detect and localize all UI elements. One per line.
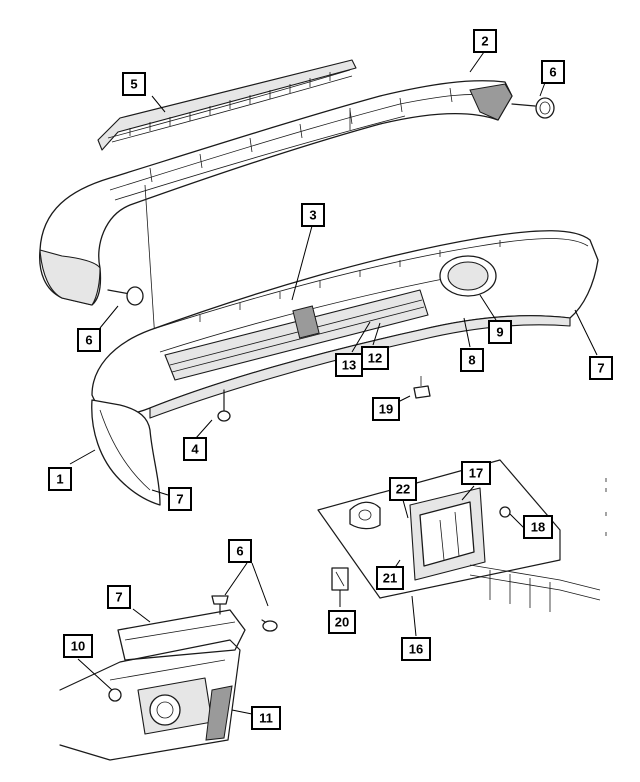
part-19-clip (413, 376, 431, 399)
callout-6-lower: 6 (228, 539, 252, 563)
svg-text:1: 1 (56, 472, 63, 487)
svg-text:13: 13 (342, 358, 356, 373)
callout-21: 21 (376, 566, 404, 590)
callout-6-upper-right: 6 (541, 60, 565, 84)
part-6-fastener-left (107, 286, 144, 306)
part-9-fog-lamp-bezel (439, 255, 497, 297)
svg-text:16: 16 (409, 642, 423, 657)
callout-5: 5 (122, 72, 146, 96)
callout-10: 10 (63, 634, 93, 658)
callout-22: 22 (389, 477, 417, 501)
part-1-bumper-end (91, 399, 161, 506)
part-4-bolt (217, 389, 231, 422)
callout-9: 9 (488, 320, 512, 344)
svg-text:2: 2 (481, 34, 488, 49)
svg-text:21: 21 (383, 571, 397, 586)
leader-lines (69, 51, 598, 715)
svg-text:11: 11 (259, 711, 273, 726)
callout-19: 19 (372, 397, 400, 421)
svg-text:6: 6 (549, 65, 556, 80)
svg-text:7: 7 (115, 590, 122, 605)
detail-lower-end-view (59, 595, 278, 761)
svg-text:7: 7 (176, 492, 183, 507)
svg-text:7: 7 (597, 361, 604, 376)
svg-text:4: 4 (191, 442, 199, 457)
callout-12: 12 (361, 346, 389, 370)
callout-4: 4 (183, 437, 207, 461)
part-5-molding-strip (97, 59, 357, 151)
svg-text:18: 18 (531, 520, 545, 535)
callout-8: 8 (460, 348, 484, 372)
svg-text:12: 12 (368, 351, 382, 366)
svg-text:6: 6 (85, 333, 92, 348)
part-3-lower-grille (164, 289, 429, 381)
part-2-upper-cover (39, 80, 513, 306)
svg-text:6: 6 (236, 544, 243, 559)
callout-3: 3 (301, 203, 325, 227)
callout-1: 1 (48, 467, 72, 491)
callout-2: 2 (473, 29, 497, 53)
callout-7-middle: 7 (168, 487, 192, 511)
svg-text:20: 20 (335, 615, 349, 630)
svg-text:8: 8 (468, 353, 475, 368)
callout-13: 13 (335, 353, 363, 377)
part-6-fastener-upper-right (511, 97, 555, 119)
callout-20: 20 (328, 610, 356, 634)
callout-11: 11 (251, 706, 281, 730)
callout-16: 16 (401, 637, 431, 661)
svg-text:17: 17 (469, 466, 483, 481)
svg-text:5: 5 (130, 77, 137, 92)
svg-text:3: 3 (309, 208, 316, 223)
callout-7-lower: 7 (107, 585, 131, 609)
svg-text:19: 19 (379, 402, 393, 417)
callout-17: 17 (461, 461, 491, 485)
callout-7-right: 7 (589, 356, 613, 380)
callout-18: 18 (523, 515, 553, 539)
detail-bracket-view (317, 459, 601, 612)
svg-text:9: 9 (496, 325, 503, 340)
callout-6-left: 6 (77, 328, 101, 352)
svg-text:10: 10 (71, 639, 85, 654)
svg-text:22: 22 (396, 482, 410, 497)
